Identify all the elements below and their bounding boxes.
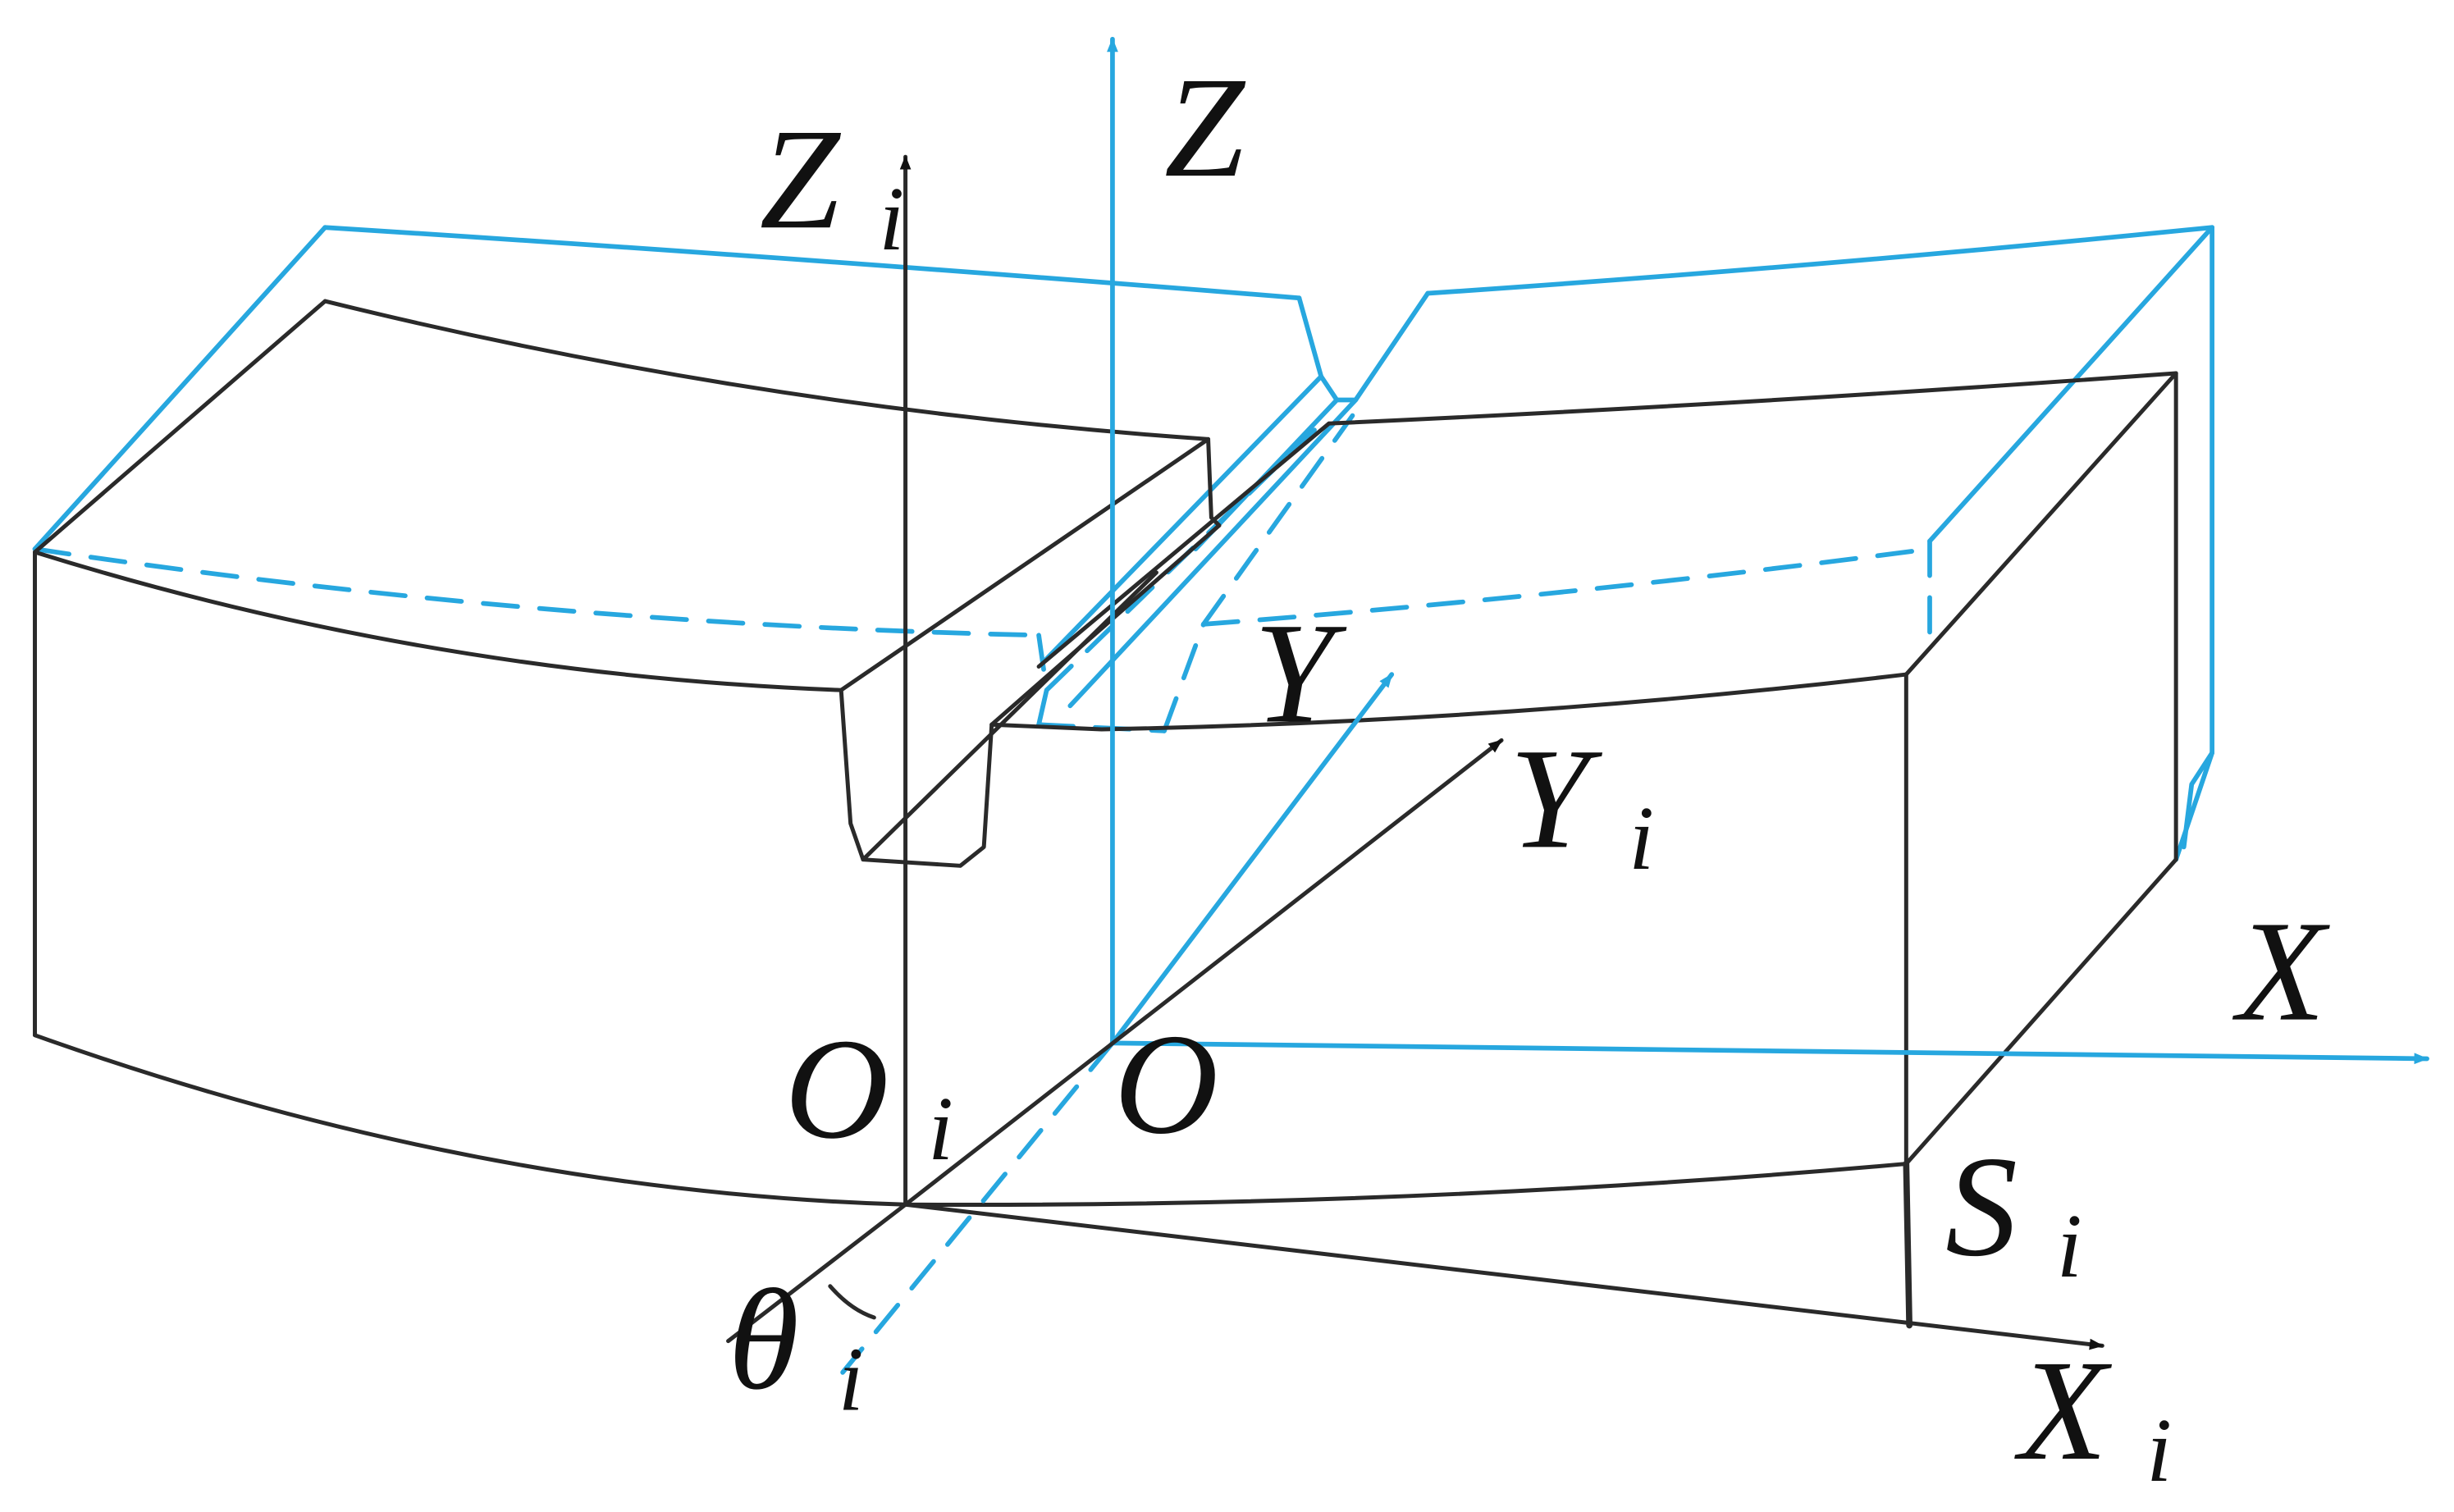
upper-slot-front-left bbox=[1044, 373, 1324, 661]
angle-arc bbox=[828, 1284, 876, 1320]
upper-right-back-diag2 bbox=[2173, 750, 2214, 862]
global-x-axis bbox=[1110, 1040, 2429, 1065]
local-z-main: Z bbox=[760, 99, 842, 259]
upper-workpiece-outline bbox=[32, 225, 2214, 862]
upper-slot-front-right bbox=[1067, 397, 1359, 709]
local-origin-main: O bbox=[784, 1009, 889, 1169]
hidden-left-front-edge bbox=[32, 546, 1041, 638]
slot-near-wall bbox=[839, 687, 994, 868]
upper-slot-left-wall bbox=[1296, 295, 1340, 403]
global-y-axis-neg bbox=[840, 1040, 1115, 1375]
left-top-front-edge bbox=[33, 550, 843, 692]
lower-workpiece bbox=[33, 299, 2178, 1329]
upper-right-back-diag bbox=[1927, 225, 2214, 544]
angle-main: θ bbox=[729, 1260, 799, 1420]
local-y-axis bbox=[903, 738, 1504, 1207]
offset-main: S bbox=[1945, 1126, 2018, 1286]
global-origin-label: O bbox=[1114, 1004, 1218, 1164]
local-origin-label: O i bbox=[784, 1009, 953, 1179]
slot-back-wall bbox=[1206, 436, 1222, 528]
global-y-axis bbox=[1110, 672, 1395, 1046]
local-origin-sub: i bbox=[928, 1078, 953, 1179]
local-z-sub: i bbox=[879, 168, 904, 269]
upper-workpiece-hidden bbox=[32, 413, 1932, 733]
hidden-slot-right-wall bbox=[1162, 622, 1206, 733]
upper-right-top-edge bbox=[1425, 225, 2214, 296]
right-back-diag bbox=[1903, 371, 2178, 677]
global-y-label: Y bbox=[1254, 593, 1347, 753]
slot-top-left bbox=[839, 436, 1211, 692]
bottom-front-edge bbox=[33, 1033, 1908, 1208]
local-x-label: X i bbox=[2014, 1331, 2172, 1501]
local-y-label: Y i bbox=[1510, 719, 1654, 888]
upper-left-back-edge bbox=[32, 225, 328, 552]
offset-marker bbox=[1903, 1160, 1912, 1329]
hidden-right-front-edge bbox=[1200, 546, 1932, 627]
right-bottom-diag bbox=[1903, 857, 2178, 1167]
global-frame bbox=[840, 36, 2429, 1375]
hidden-slot-diag2 bbox=[1200, 413, 1355, 627]
local-frame bbox=[726, 154, 2104, 1350]
offset-label: S i bbox=[1945, 1126, 2082, 1296]
labels: Z X Y O Z i Y i X i O i S i θ i bbox=[729, 48, 2331, 1501]
angle-sub: i bbox=[839, 1329, 864, 1430]
slot-right-top bbox=[989, 672, 1908, 732]
local-z-label: Z i bbox=[760, 99, 904, 269]
upper-slot-right-wall bbox=[1334, 290, 1431, 403]
local-x-axis bbox=[903, 1202, 2104, 1350]
left-top-back-edge bbox=[322, 299, 1211, 441]
local-y-axis-neg bbox=[726, 1202, 908, 1344]
global-x-label: X bbox=[2232, 892, 2331, 1052]
angle-label: θ i bbox=[729, 1260, 864, 1430]
offset-sub: i bbox=[2057, 1195, 2082, 1296]
slot-right-diag bbox=[1036, 421, 1332, 669]
local-x-main: X bbox=[2014, 1331, 2113, 1491]
right-top-back-edge bbox=[1327, 371, 2178, 426]
local-y-sub: i bbox=[1629, 788, 1654, 888]
local-y-main: Y bbox=[1510, 719, 1603, 879]
left-side-edge bbox=[33, 299, 327, 555]
local-x-sub: i bbox=[2146, 1400, 2172, 1501]
slot-floor-diag bbox=[861, 570, 1158, 862]
upper-left-top-edge bbox=[322, 225, 1302, 301]
global-z-label: Z bbox=[1164, 48, 1246, 208]
